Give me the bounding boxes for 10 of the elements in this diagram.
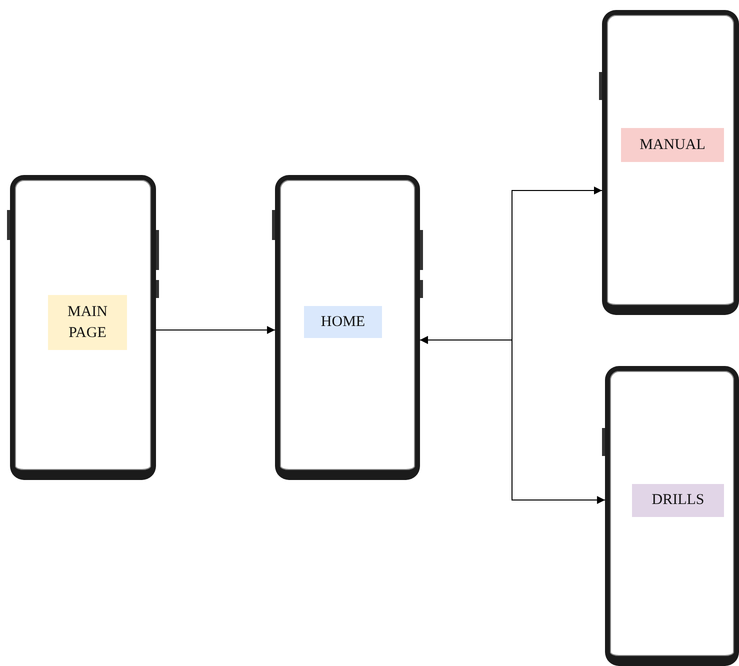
phone-screen (275, 175, 420, 480)
screen-title: MAIN PAGE (48, 295, 127, 350)
screen-title: DRILLS (632, 484, 724, 517)
phone-screen (605, 366, 739, 666)
arrow (420, 336, 606, 504)
screen-title: MANUAL (621, 128, 724, 162)
phone-screen (602, 10, 739, 315)
arrow (156, 326, 276, 334)
phone-screen (10, 175, 156, 480)
screen-title: HOME (304, 306, 382, 338)
